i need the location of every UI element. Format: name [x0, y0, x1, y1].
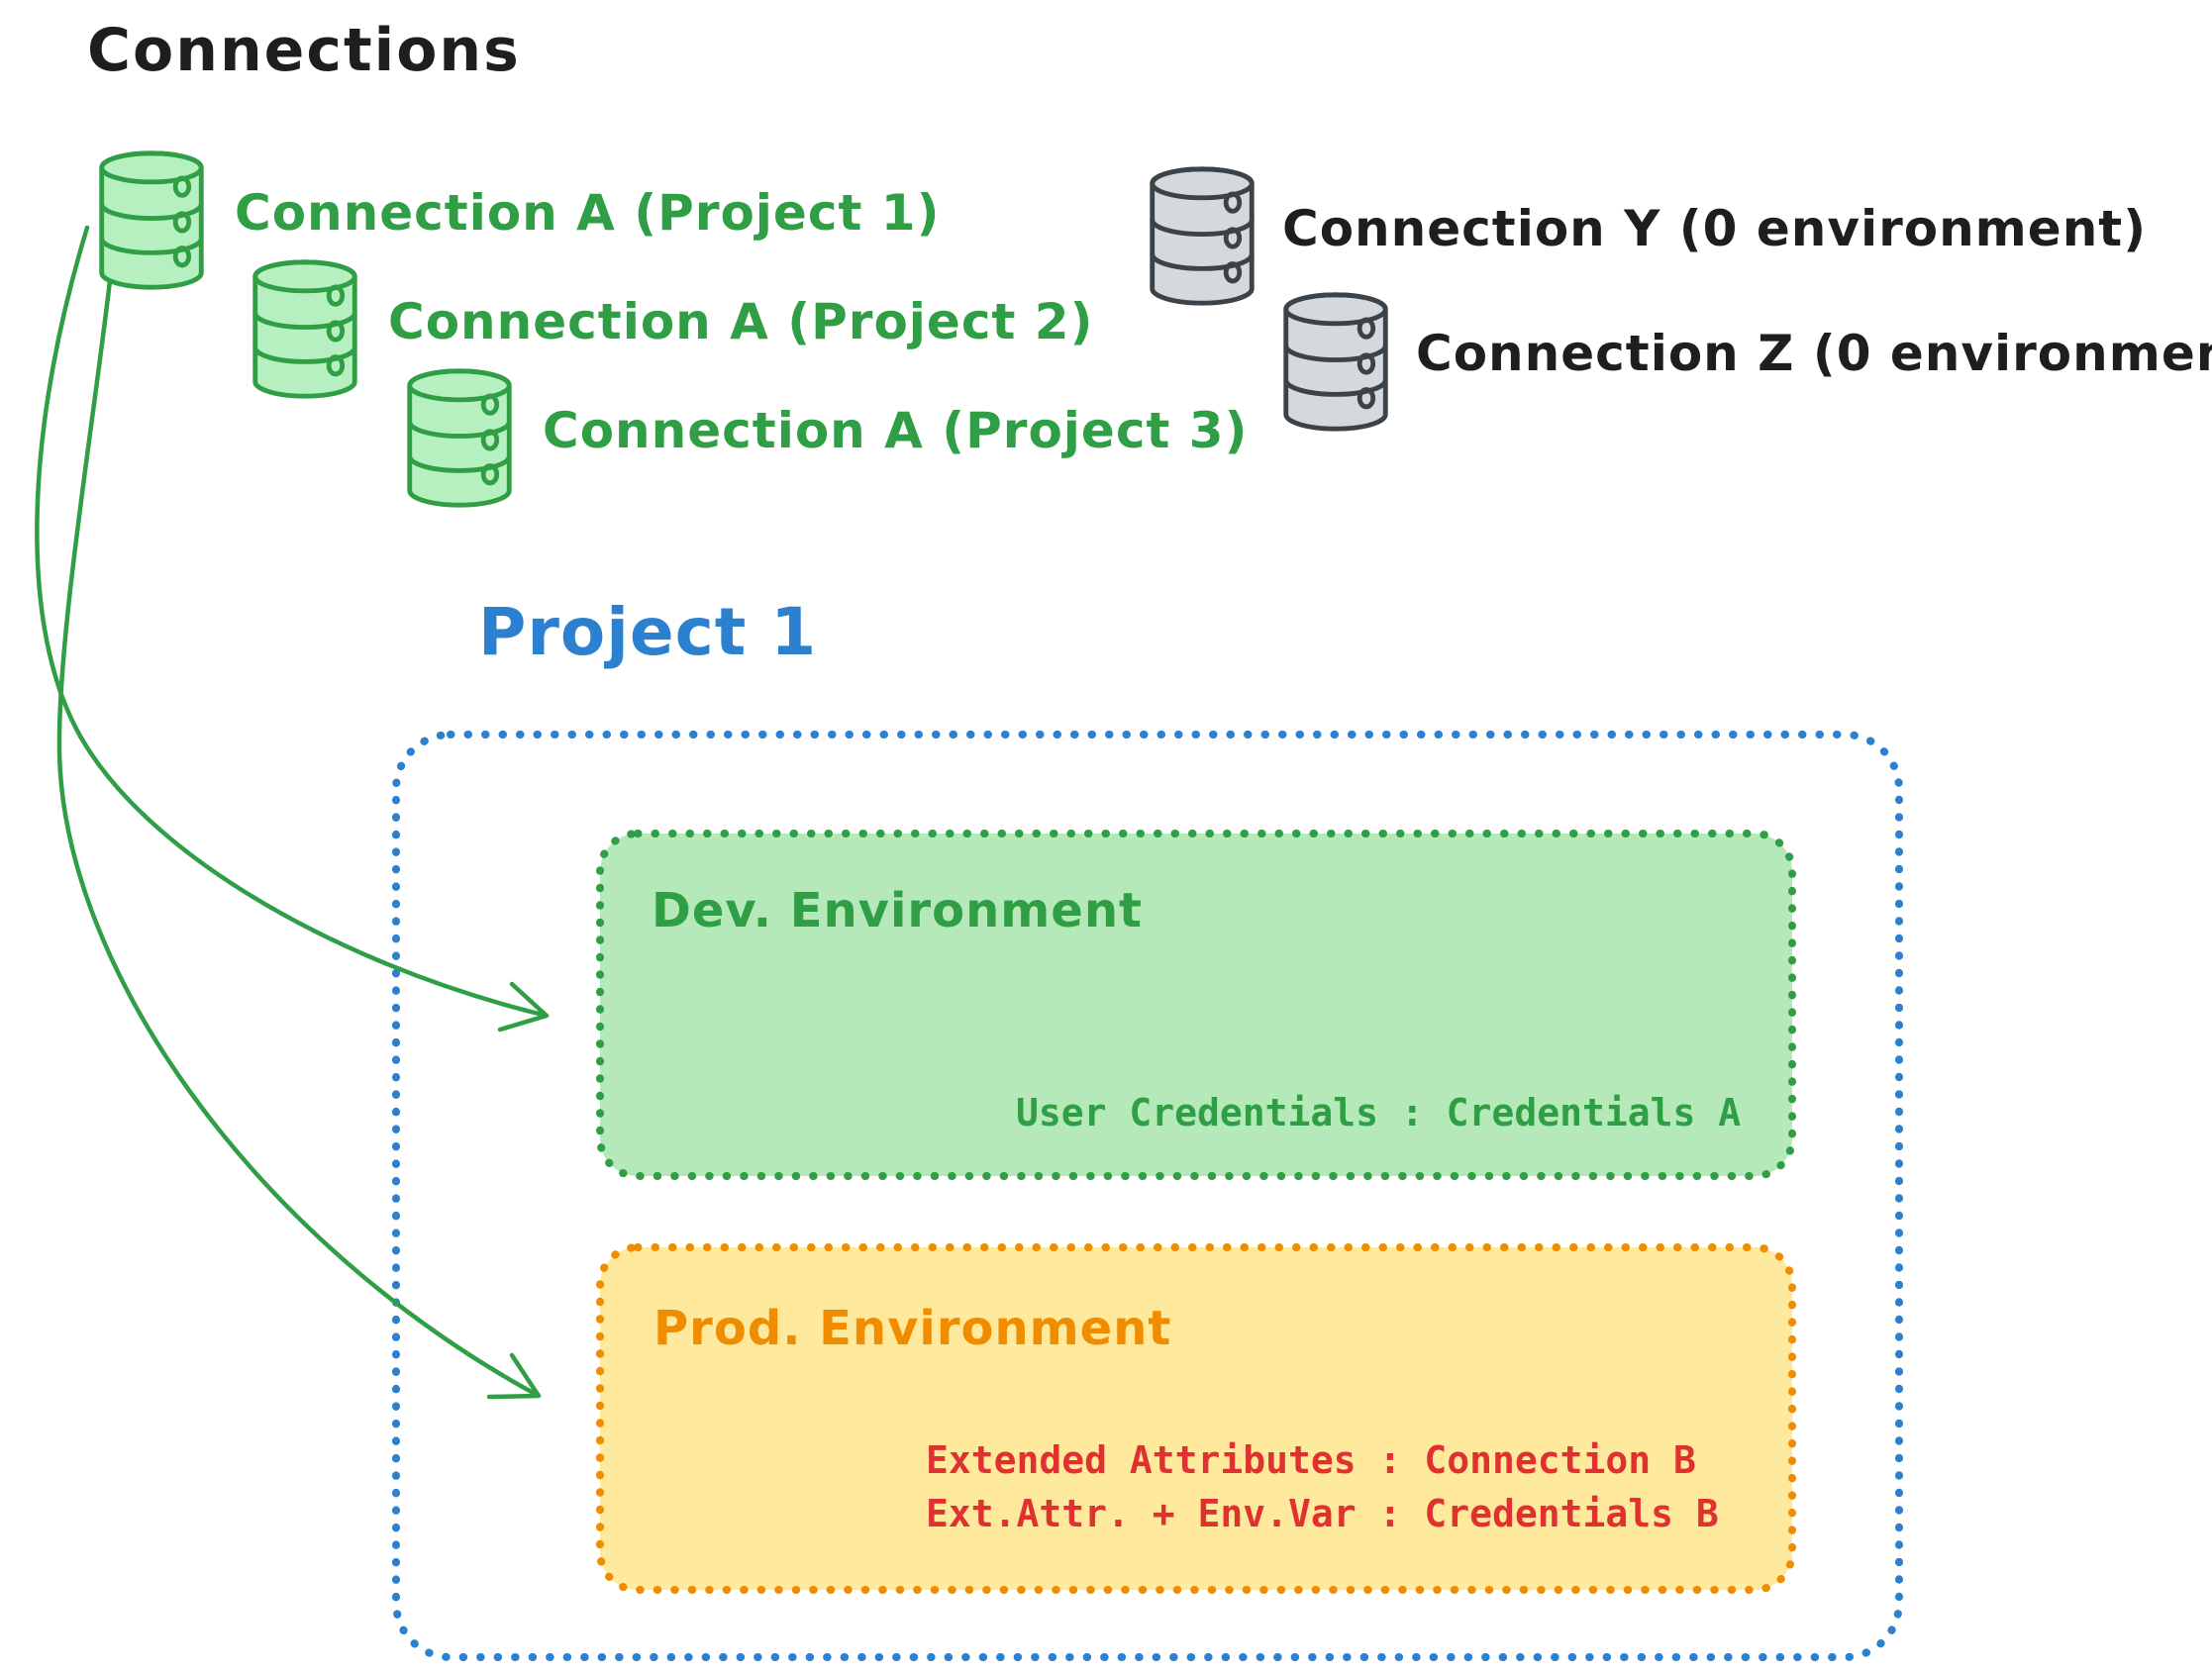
dev-environment-box [596, 830, 1796, 1180]
database-icon-connection-z [1278, 290, 1393, 434]
project-1-container-box [392, 731, 1903, 1661]
database-icon-connection-a-project-2 [248, 257, 362, 401]
prod-environment-box [596, 1243, 1796, 1594]
prod-ext-attr-env-var-line: Ext.Attr. + Env.Var : Credentials B [926, 1492, 1719, 1535]
connection-a-project-1-label: Connection A (Project 1) [235, 184, 941, 242]
connection-a-project-3-label: Connection A (Project 3) [543, 402, 1249, 459]
arrow-connection-a-to-dev [35, 225, 550, 1033]
connection-y-label: Connection Y (0 environment) [1282, 200, 2148, 257]
database-icon-connection-a-project-1 [94, 148, 209, 292]
database-icon-connection-y [1145, 164, 1259, 308]
prod-environment-credentials: Extended Attributes : Connection B Ext.A… [926, 1433, 1719, 1540]
page-title: Connections [87, 16, 521, 85]
connection-a-project-2-label: Connection A (Project 2) [388, 293, 1094, 350]
arrow-connection-a-to-prod [56, 252, 542, 1400]
dev-environment-title: Dev. Environment [652, 883, 1143, 938]
connection-z-label: Connection Z (0 environment) [1416, 325, 2212, 382]
prod-environment-title: Prod. Environment [654, 1301, 1172, 1356]
project-1-title: Project 1 [478, 594, 818, 670]
prod-extended-attributes-line: Extended Attributes : Connection B [926, 1438, 1696, 1482]
dev-environment-credentials: User Credentials : Credentials A [1016, 1091, 1742, 1134]
database-icon-connection-a-project-3 [402, 366, 517, 510]
